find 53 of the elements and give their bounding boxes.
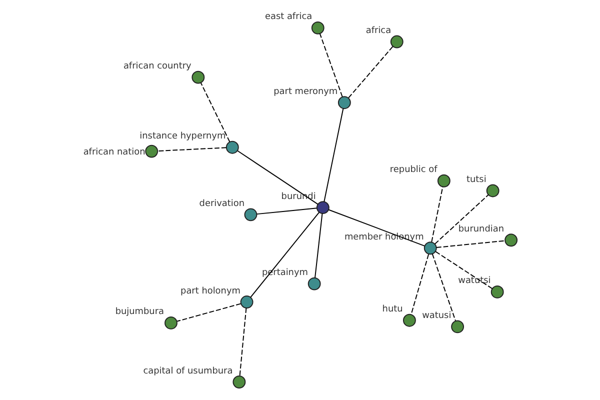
node-circle [308, 277, 321, 290]
node-label: hutu [382, 304, 403, 315]
node-circle [424, 242, 437, 255]
connector [410, 254, 430, 316]
connector [436, 240, 506, 248]
node-circle [232, 376, 246, 388]
node-circle [145, 144, 158, 158]
connector [434, 194, 489, 244]
node-circle [311, 21, 324, 34]
node-circle [244, 208, 258, 222]
connector [348, 46, 394, 98]
node-label: instance hypernym [140, 132, 226, 142]
node-circle [240, 296, 254, 308]
node-circle [486, 184, 500, 198]
node-label: capital of usumbura [143, 366, 233, 376]
node-circle [390, 35, 404, 48]
node-circle [338, 96, 351, 110]
node-label: part meronym [274, 86, 338, 97]
node-label: bujumbura [115, 307, 164, 318]
connector [250, 212, 320, 298]
node-circle [164, 316, 178, 330]
node-circle [316, 201, 330, 214]
connector [324, 108, 344, 202]
node-label: tutsi [466, 174, 486, 185]
connector [239, 308, 247, 376]
node-label: africa [366, 26, 392, 36]
node-label: watusi [422, 310, 452, 321]
node-circle [192, 70, 205, 84]
node-circle [490, 286, 504, 298]
connector [431, 186, 444, 242]
node-label: derivation [199, 198, 244, 209]
node-circle [402, 314, 416, 327]
connector [157, 147, 227, 152]
connector [319, 33, 343, 98]
connector [435, 251, 493, 290]
connector [328, 209, 426, 246]
node-circle [437, 174, 450, 188]
node-label: watutsi [458, 276, 491, 286]
node-circle [451, 320, 464, 334]
connector [256, 208, 318, 215]
connector [314, 213, 323, 278]
connector [176, 303, 242, 322]
node-label: east africa [264, 12, 312, 22]
node-label: african country [123, 62, 192, 72]
node-circle [226, 140, 239, 154]
connector [200, 82, 230, 142]
node-label: burundian [458, 224, 504, 234]
connector [432, 253, 456, 322]
node-label: part holonym [180, 286, 240, 296]
node-label: african nation [83, 147, 146, 158]
connector [237, 150, 318, 205]
node-label: republic of [390, 165, 438, 176]
node-circle [504, 234, 518, 247]
